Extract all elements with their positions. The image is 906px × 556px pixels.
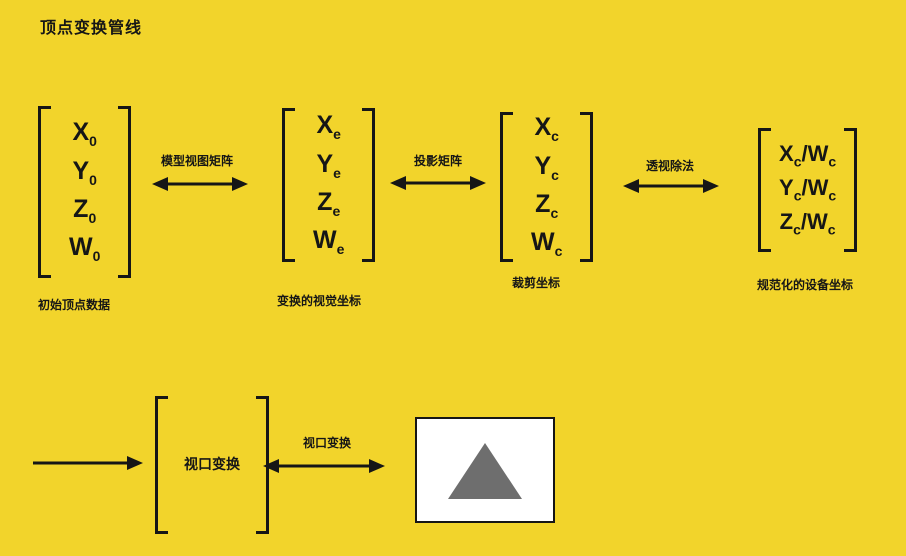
vector-entry: Zc: [535, 190, 559, 221]
vector-entry: Yc/Wc: [779, 175, 837, 204]
bracket-right: [580, 112, 594, 262]
bracket-right: [362, 108, 376, 262]
bracket-left: [155, 396, 168, 534]
double-arrow-projection: [390, 173, 486, 193]
label-projection-matrix: 投影矩阵: [414, 154, 463, 168]
vector-entry: Ze: [317, 188, 341, 219]
bracket-right: [844, 128, 858, 252]
vector-entry: Yc: [534, 151, 559, 183]
matrix-ndc: Xc/Wc Yc/Wc Zc/Wc: [758, 128, 858, 252]
vector-entry: Y0: [72, 156, 97, 188]
vector-entry: Z0: [73, 195, 97, 226]
page-title: 顶点变换管线: [40, 20, 143, 37]
matrix-clip-coordinates: Xc Yc Zc Wc: [500, 112, 594, 262]
label-perspective-division: 透视除法: [646, 159, 695, 173]
vector-entry: Xe: [316, 111, 341, 143]
vector-entry: X0: [72, 118, 97, 150]
viewport-transform-box: 视口变换: [155, 396, 269, 534]
bracket-left: [282, 108, 295, 262]
caption-eye-coordinates: 变换的视觉坐标: [277, 294, 362, 308]
label-modelview-matrix: 模型视图矩阵: [161, 154, 234, 168]
bracket-left: [38, 106, 51, 278]
triangle-icon: [448, 443, 522, 499]
matrix-object-coordinates: X0 Y0 Z0 W0: [38, 106, 132, 278]
vector-entry: Ye: [316, 149, 341, 181]
vector-entry: Xc/Wc: [779, 141, 837, 170]
label-viewport-transform: 视口变换: [303, 436, 352, 450]
vector-entry: Wc: [531, 228, 563, 260]
double-arrow-modelview: [152, 174, 248, 194]
caption-clip-coordinates: 裁剪坐标: [512, 276, 561, 290]
vector-entry: Zc/Wc: [779, 208, 836, 238]
double-arrow-viewport-transform: [263, 456, 385, 476]
vector-entry: We: [313, 226, 345, 258]
double-arrow-perspective-division: [623, 176, 719, 196]
vector-entry: W0: [69, 233, 101, 265]
matrix-eye-coordinates: Xe Ye Ze We: [282, 108, 376, 262]
bracket-left: [500, 112, 513, 262]
caption-object-coordinates: 初始顶点数据: [38, 298, 111, 312]
viewport-transform-label: 视口变换: [184, 456, 240, 473]
screen-window: [415, 417, 555, 523]
vector-entry: Xc: [534, 113, 559, 145]
input-arrow: [33, 453, 143, 473]
bracket-right: [118, 106, 132, 278]
bracket-left: [758, 128, 771, 252]
caption-ndc: 规范化的设备坐标: [757, 278, 854, 292]
